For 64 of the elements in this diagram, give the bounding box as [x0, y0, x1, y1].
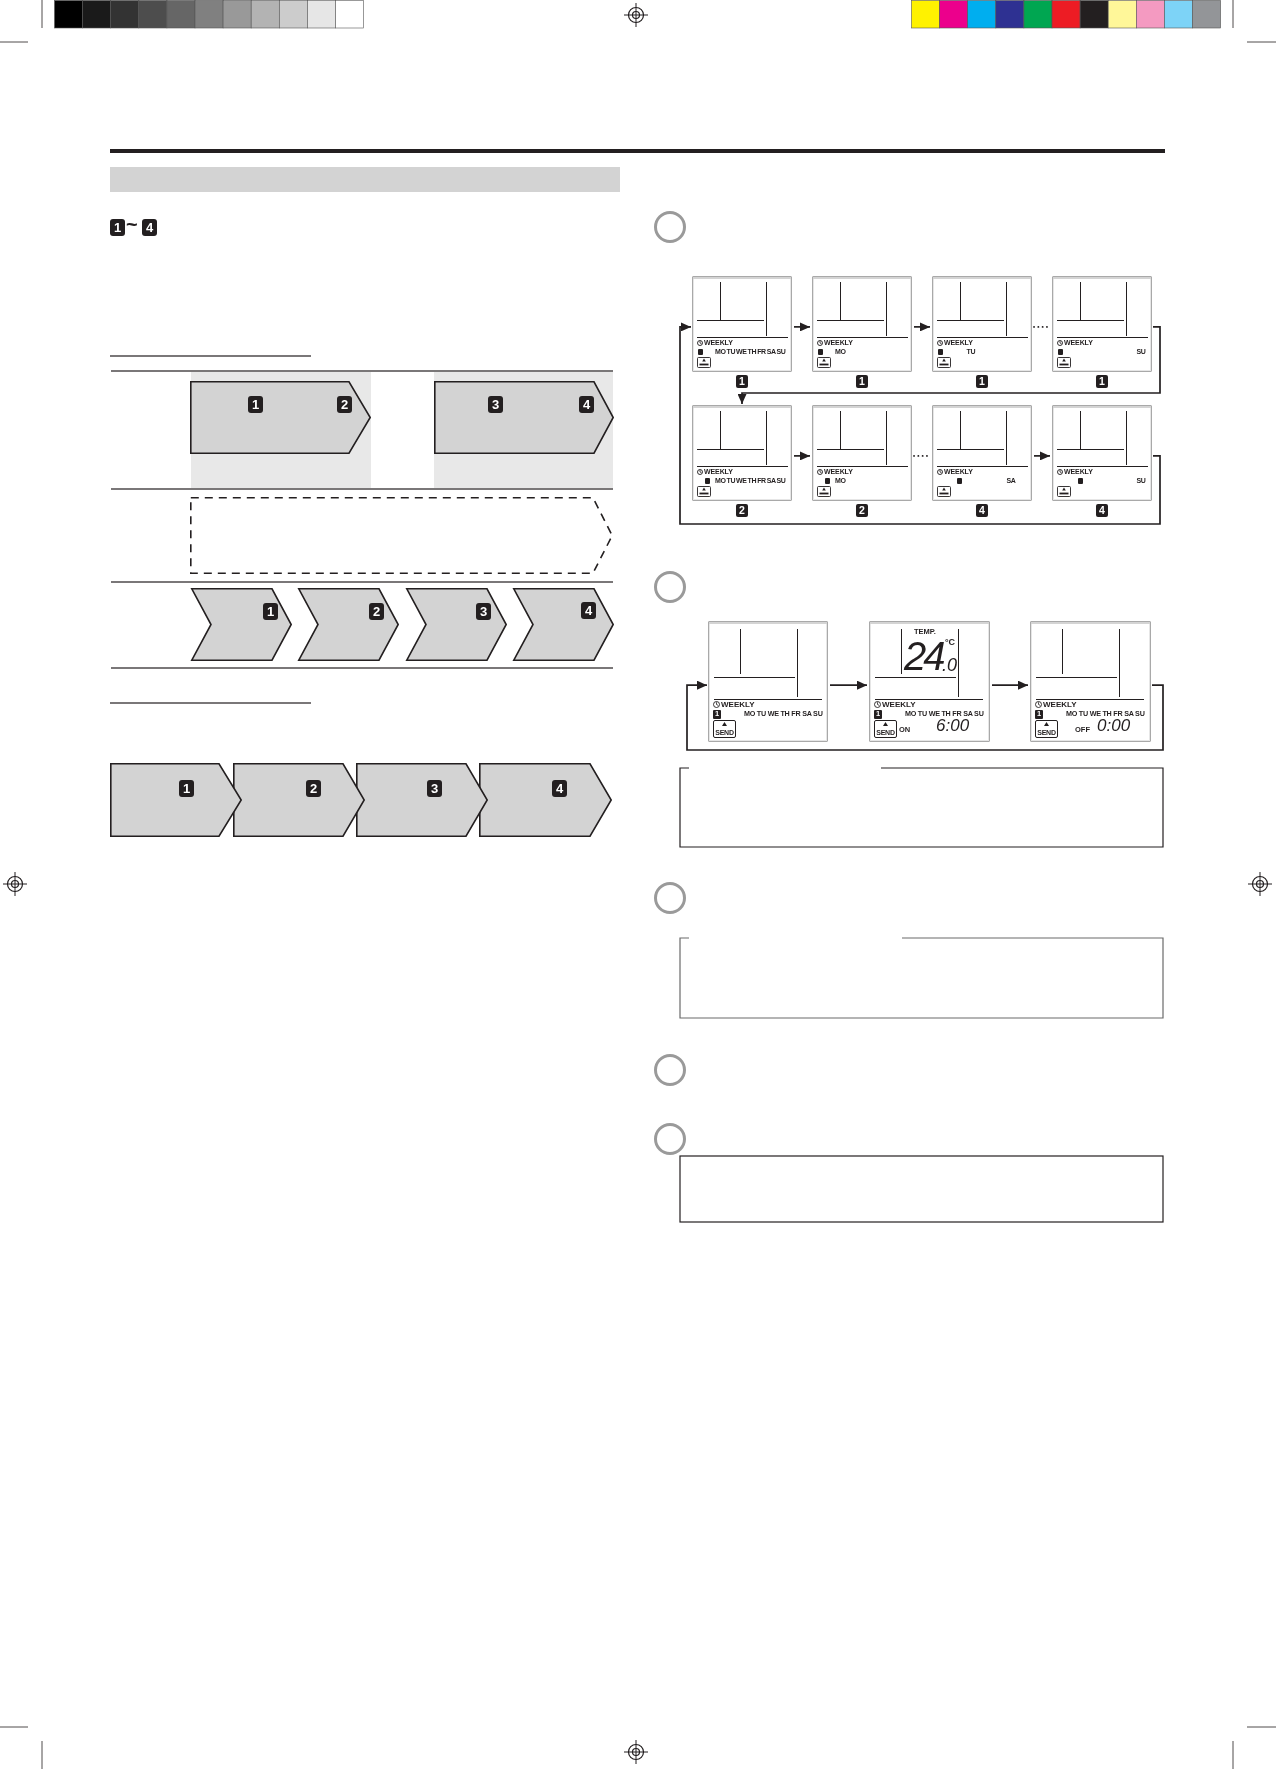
lcd-screen: [708, 621, 828, 742]
step-number: 2: [337, 396, 352, 413]
temperature-decimal: .0: [942, 656, 957, 674]
arrow: [829, 680, 868, 690]
lcd-screen: [932, 405, 1032, 501]
pentagon-step: [233, 763, 365, 837]
clock-time: 0:00: [1097, 717, 1131, 734]
step-number: 2: [856, 504, 868, 517]
step-number: 1: [263, 603, 278, 620]
chevron-step: [513, 588, 614, 661]
lcd-screen: [932, 276, 1032, 372]
step-number: 1: [976, 375, 988, 388]
step-number: 4: [142, 219, 157, 236]
arrow: [1033, 451, 1051, 461]
step-number: 1: [1096, 375, 1108, 388]
temperature-reading: 24: [904, 636, 943, 676]
pentagon-step: [479, 763, 612, 837]
arrow: [991, 680, 1029, 690]
step-number: 4: [976, 504, 988, 517]
step-number: 3: [488, 396, 503, 413]
step-number: 1: [248, 396, 263, 413]
lcd-screen: [1052, 276, 1152, 372]
arrow: [686, 680, 1164, 751]
chevron-step: [191, 588, 292, 661]
lcd-screen: [692, 276, 792, 372]
step-number: 4: [1096, 504, 1108, 517]
arrow: [737, 326, 1161, 405]
arrow: [679, 322, 1161, 525]
pentagon-step: [190, 381, 371, 454]
step-number: 1: [179, 780, 194, 797]
clock-time: 6:00: [936, 717, 970, 734]
chevron-step: [406, 588, 507, 661]
arrow: [913, 322, 931, 332]
mode-label: WEEKLY: [882, 700, 916, 709]
step-number: 4: [581, 602, 596, 619]
mode-label: WEEKLY: [721, 700, 755, 709]
unit-label: °C: [945, 638, 956, 647]
step-number: 1: [856, 375, 868, 388]
step-number: 2: [369, 603, 384, 620]
dashed-pentagon-step: [190, 497, 613, 574]
lcd-screen: [692, 405, 792, 501]
range-sign: ~: [126, 214, 138, 234]
pentagon-step: [434, 381, 614, 454]
mode-label: WEEKLY: [1043, 700, 1077, 709]
lcd-screen: [812, 405, 912, 501]
step-number: 1: [736, 375, 748, 388]
step-number: 3: [427, 780, 442, 797]
arrow: [793, 451, 811, 461]
step-number: 2: [306, 780, 321, 797]
lcd-screen: [1052, 405, 1152, 501]
arrow: [793, 322, 811, 332]
step-number: 1: [110, 219, 125, 236]
lcd-screen: [1030, 621, 1151, 742]
chevron-step: [298, 588, 399, 661]
pentagon-step: [356, 763, 488, 837]
step-number: 4: [552, 780, 567, 797]
lcd-screen: [812, 276, 912, 372]
dotted-connector-line: [1033, 326, 1051, 328]
pentagon-step: [110, 763, 242, 837]
dotted-connector-line: [913, 455, 931, 457]
step-number: 2: [736, 504, 748, 517]
step-number: 4: [579, 396, 594, 413]
step-number: 3: [476, 603, 491, 620]
lcd-screen: [869, 621, 990, 742]
